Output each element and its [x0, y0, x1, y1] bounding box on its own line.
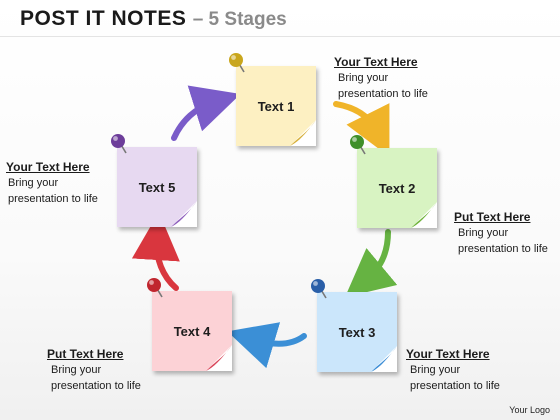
pushpin-icon: [229, 53, 245, 73]
callout-heading: Put Text Here: [454, 210, 531, 224]
page-curl-icon: [206, 345, 232, 371]
pushpin-icon: [111, 134, 127, 154]
page-curl-icon: [411, 202, 437, 228]
title-subtitle: – 5 Stages: [192, 9, 287, 30]
arrow-3-to-4: [227, 322, 307, 369]
note-label: Text 3: [338, 324, 376, 340]
title-divider: [0, 36, 560, 37]
callout-5: Your Text Here Bring your presentation t…: [6, 159, 98, 207]
sticky-note-1: Text 1: [236, 66, 316, 146]
callout-heading: Your Text Here: [6, 160, 90, 174]
callout-body: Bring your presentation to life: [458, 227, 548, 255]
page-curl-icon: [290, 120, 316, 146]
callout-body: Bring your presentation to life: [51, 364, 141, 392]
callout-body: Bring your presentation to life: [410, 364, 500, 392]
title-main: POST IT NOTES: [20, 7, 187, 30]
note-label: Text 1: [257, 98, 295, 114]
sticky-note-5: Text 5: [117, 147, 197, 227]
page-curl-icon: [171, 201, 197, 227]
callout-4: Put Text Here Bring your presentation to…: [47, 346, 141, 394]
sticky-note-3: Text 3: [317, 292, 397, 372]
callout-heading: Your Text Here: [406, 347, 490, 361]
sticky-note-4: Text 4: [152, 291, 232, 371]
pushpin-icon: [147, 278, 163, 298]
note-label: Text 4: [173, 323, 211, 339]
page-curl-icon: [371, 346, 397, 372]
note-label: Text 2: [378, 180, 416, 196]
callout-heading: Your Text Here: [334, 55, 418, 69]
arrow-5-to-1: [171, 85, 241, 141]
callout-3: Your Text Here Bring your presentation t…: [406, 346, 500, 394]
callout-body: Bring your presentation to life: [8, 177, 98, 205]
page-title: POST IT NOTES – 5 Stages: [20, 7, 287, 31]
arrow-2-to-3: [344, 229, 398, 298]
pushpin-icon: [350, 135, 366, 155]
sticky-note-2: Text 2: [357, 148, 437, 228]
callout-2: Put Text Here Bring your presentation to…: [454, 209, 548, 257]
pushpin-icon: [311, 279, 327, 299]
arrow-1-to-2: [333, 101, 390, 157]
footer-logo: Your Logo: [509, 405, 550, 415]
arrow-4-to-5: [131, 212, 180, 291]
note-label: Text 5: [138, 179, 176, 195]
callout-1: Your Text Here Bring your presentation t…: [334, 54, 428, 102]
callout-heading: Put Text Here: [47, 347, 124, 361]
callout-body: Bring your presentation to life: [338, 72, 428, 100]
